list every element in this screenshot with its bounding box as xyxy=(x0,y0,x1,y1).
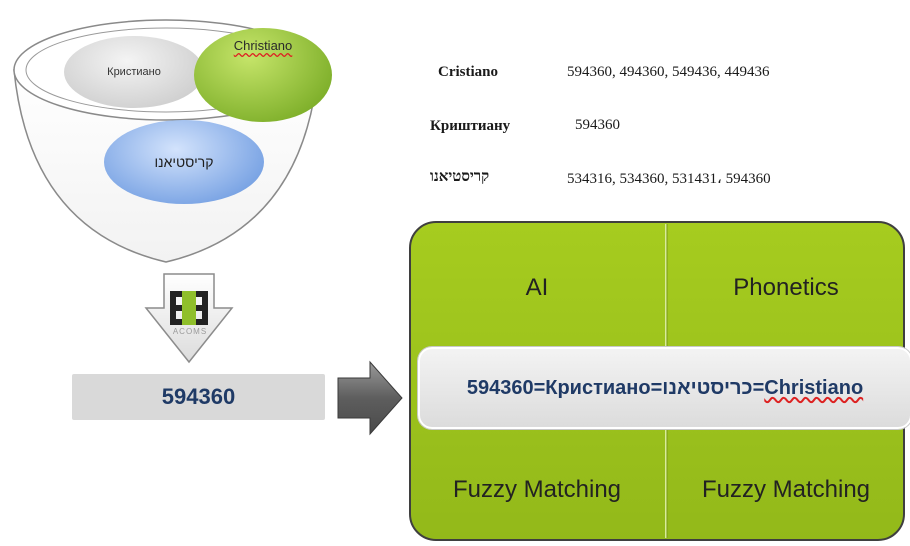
result-box: 594360 xyxy=(72,374,325,420)
right-arrow xyxy=(337,360,403,436)
bubble-hebrew: קריסטיאנו xyxy=(104,120,264,204)
equivalence-bar: 594360=Кристиано=כריסטיאנו=Christiano xyxy=(418,347,910,429)
company-logo-icon xyxy=(170,291,208,325)
bubble-hebrew-label: קריסטיאנו xyxy=(154,154,214,170)
code-name-0: Cristiano xyxy=(438,64,498,80)
quadrant-ai: AI xyxy=(525,274,549,301)
quadrant-fuzzy-matching-right: Fuzzy Matching xyxy=(701,476,871,503)
bubble-russian-label: Кристиано xyxy=(107,66,161,78)
equivalence-prefix: 594360=Кристиано=כריסטיאנו= xyxy=(466,376,765,399)
code-values-0: 594360, 494360, 549436, 449436 xyxy=(567,64,770,80)
code-name-2: קריסטיאנו xyxy=(430,169,490,185)
bubble-english: Christiano xyxy=(194,28,332,122)
equivalence-suffix: Christiano xyxy=(764,376,864,399)
bubble-english-label: Christiano xyxy=(233,38,293,53)
result-value: 594360 xyxy=(161,384,236,409)
bubble-russian: Кристиано xyxy=(64,36,204,108)
code-values-1: 594360 xyxy=(575,117,620,133)
logo-text: ACOMS xyxy=(172,327,208,336)
code-name-1: Криштиану xyxy=(430,118,511,134)
code-values-2: 534316, 534360, 531431، 594360 xyxy=(567,171,771,187)
quadrant-fuzzy-matching-left: Fuzzy Matching xyxy=(452,476,622,503)
quadrant-phonetics: Phonetics xyxy=(733,274,839,301)
